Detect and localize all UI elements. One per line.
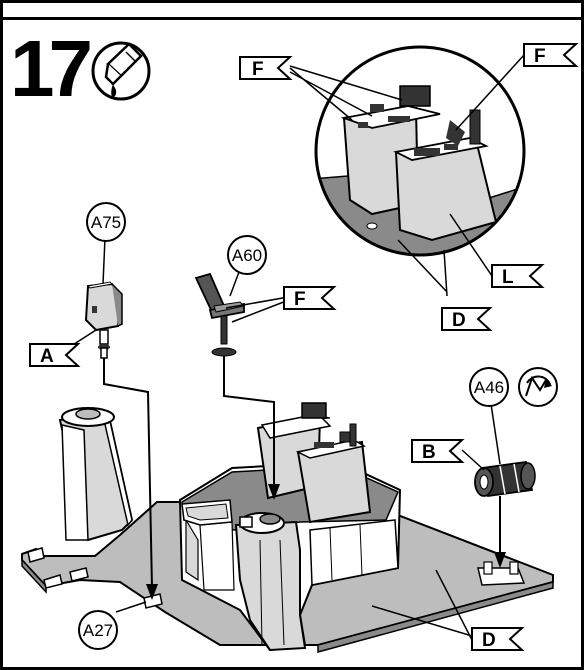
flag-f-chair: F [283,286,337,310]
console-block-large [295,423,372,524]
left-tower [58,407,134,542]
flag-a: A [29,343,81,367]
callout-a46: A46 [469,367,509,407]
step-number: 17 [10,24,89,113]
flag-d-bottom-label: D [482,630,496,651]
assembly-arrow-a46 [494,496,506,568]
flag-f-top-left: F [239,56,293,80]
callout-a27-label: A27 [83,621,113,640]
inset-magnifier [314,45,526,257]
part-a75 [84,281,123,359]
part-a46 [474,460,536,498]
assembly-arrow-a60 [223,356,280,500]
flag-f-top-right-label: F [534,46,546,67]
flag-f-top-left-label: F [252,59,264,80]
rear-connector [477,561,526,586]
callout-a75-label: A75 [91,213,121,232]
assembly-arrow-a75 [103,358,158,600]
flag-l-label: L [502,267,514,288]
flag-d-inset: D [441,307,493,331]
part-a60 [194,272,246,357]
flag-b-label: B [422,442,436,463]
callout-a46-label: A46 [474,378,504,397]
flag-f-top-right: F [523,43,579,67]
top-band [0,0,584,20]
rotate-icon [518,367,558,407]
flag-a-label: A [40,346,54,367]
callout-a60-label: A60 [232,246,262,265]
callout-a75: A75 [86,202,126,242]
callout-a27: A27 [78,610,118,650]
glue-tube-icon [91,41,151,101]
flag-d-inset-label: D [452,310,466,331]
flag-f-chair-label: F [294,289,306,310]
flag-d-bottom: D [471,627,525,651]
callout-a60: A60 [227,235,267,275]
flag-l: L [491,264,545,288]
flag-b: B [411,439,465,463]
